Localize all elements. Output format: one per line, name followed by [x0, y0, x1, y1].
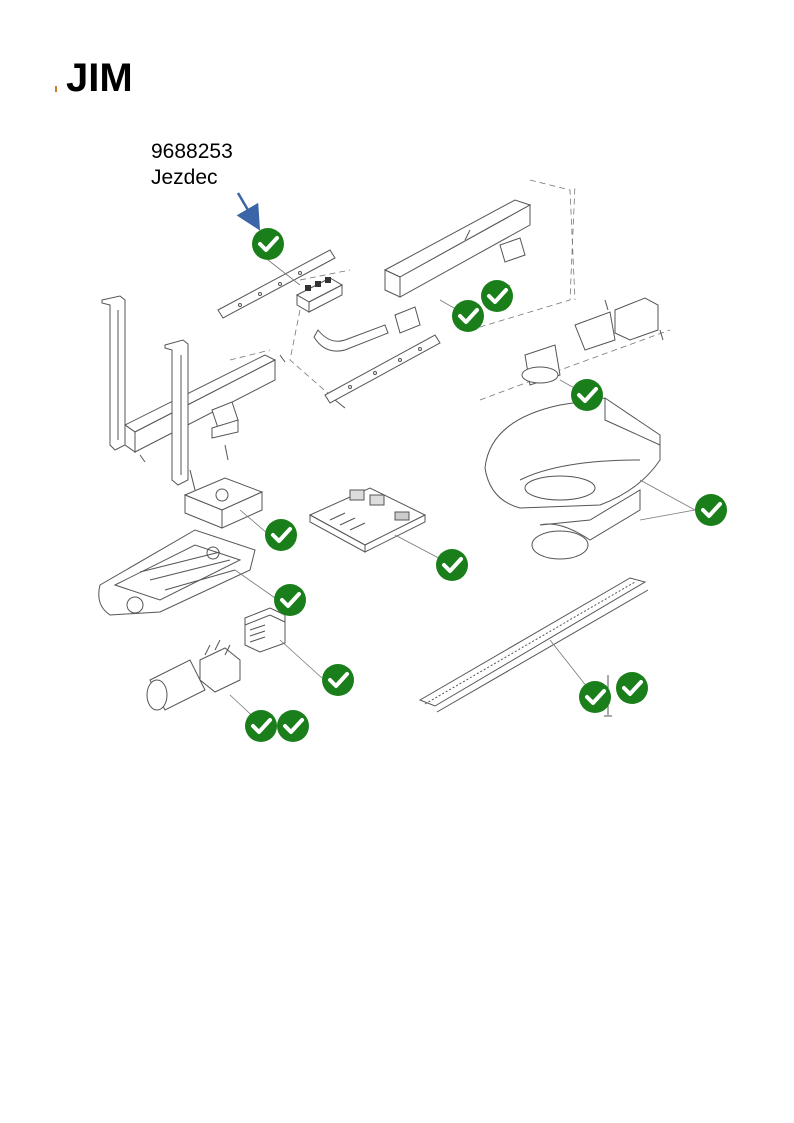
callout-arrow	[236, 192, 261, 231]
slider-rod	[217, 249, 336, 319]
check-icon	[320, 662, 356, 698]
check-icon	[479, 278, 515, 314]
gear-housing	[183, 477, 264, 529]
control-board	[308, 487, 427, 553]
upper-rail	[383, 199, 532, 298]
check-icon	[577, 679, 613, 715]
check-icon	[243, 708, 279, 744]
lower-rail	[124, 354, 277, 453]
check-icon	[434, 547, 470, 583]
check-icon	[450, 298, 486, 334]
part-name-label: Jezdec	[151, 166, 218, 189]
orange-mark	[55, 86, 57, 92]
idler-bracket	[521, 297, 659, 386]
check-icon	[569, 377, 605, 413]
rail-bracket	[394, 237, 526, 334]
check-icon	[614, 670, 650, 706]
drive-chain	[418, 577, 649, 713]
motor	[146, 639, 241, 711]
slider-block	[295, 277, 344, 313]
part-number-label: 9688253	[151, 140, 233, 163]
motor-cover	[484, 397, 661, 560]
check-icon	[275, 708, 311, 744]
transformer	[244, 607, 286, 653]
check-icon	[263, 517, 299, 553]
rail-clips	[211, 401, 239, 439]
curved-arm	[313, 324, 389, 352]
check-icon	[250, 226, 286, 262]
page-title: JIM	[66, 56, 133, 100]
middle-rod	[324, 334, 441, 404]
check-icon	[693, 492, 729, 528]
check-icon	[272, 582, 308, 618]
base-plate	[98, 529, 256, 616]
vertical-hangers	[101, 295, 189, 486]
